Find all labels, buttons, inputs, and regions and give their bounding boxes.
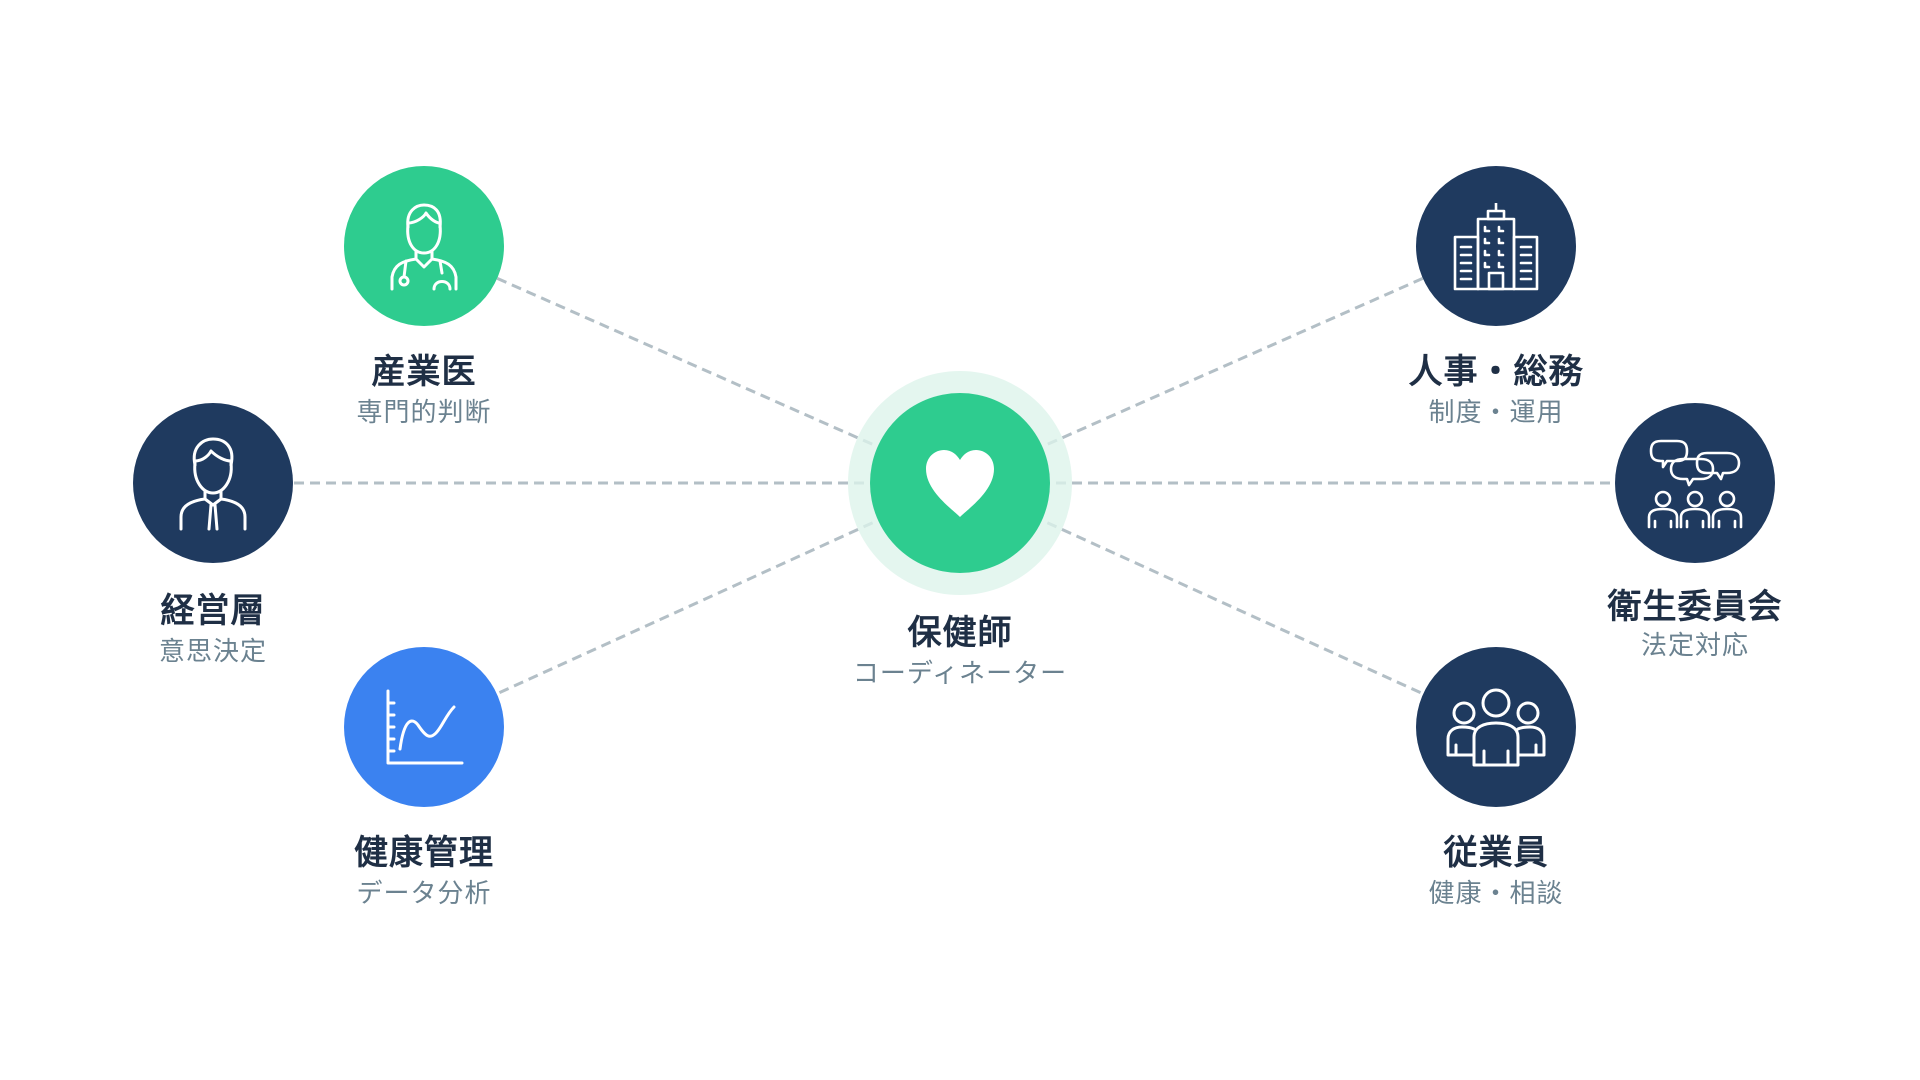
- node-subtitle: 専門的判断: [356, 398, 492, 428]
- committee-meeting-icon: [1647, 437, 1743, 529]
- node-title: 経営層: [160, 591, 266, 631]
- node-circle: [133, 403, 293, 563]
- node-subtitle: データ分析: [356, 879, 492, 909]
- businessman-icon: [173, 435, 253, 531]
- node-subtitle: 健康・相談: [1428, 879, 1564, 909]
- node-circle: [1615, 403, 1775, 563]
- hub-subtitle: コーディネーター: [852, 659, 1068, 689]
- hub-title: 保健師: [907, 613, 1013, 653]
- node-title: 従業員: [1443, 833, 1549, 873]
- building-icon: [1451, 201, 1541, 291]
- node-title: 人事・総務: [1408, 352, 1584, 392]
- node-circle: [1416, 647, 1576, 807]
- node-circle: [344, 647, 504, 807]
- node-circle: [344, 166, 504, 326]
- node-title: 産業医: [371, 352, 477, 392]
- node-circle: [1416, 166, 1576, 326]
- line-chart-icon: [384, 689, 464, 765]
- node-subtitle: 意思決定: [158, 637, 267, 667]
- node-subtitle: 制度・運用: [1428, 398, 1564, 428]
- doctor-icon: [384, 201, 464, 291]
- node-subtitle: 法定対応: [1640, 631, 1749, 661]
- hub-circle: [870, 393, 1050, 573]
- group-people-icon: [1446, 687, 1546, 767]
- node-title: 衛生委員会: [1607, 587, 1783, 627]
- node-title: 健康管理: [354, 833, 494, 873]
- heart-icon: [922, 447, 998, 519]
